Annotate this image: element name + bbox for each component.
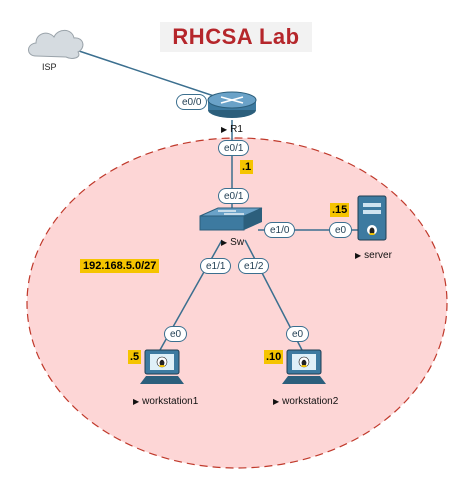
link-isp-r1	[69, 47, 233, 103]
iface-sw-e0-1: e0/1	[218, 188, 250, 204]
iface-r1-e0-1: e0/1	[218, 140, 250, 156]
cloud-icon	[28, 29, 84, 59]
ip-workstation2: .10	[264, 350, 284, 364]
workstation2-label: ▶workstation2	[273, 396, 338, 407]
expand-icon: ▶	[133, 397, 140, 406]
switch-name: Sw	[230, 237, 245, 248]
expand-icon: ▶	[355, 251, 362, 260]
iface-sw-e1-0: e1/0	[264, 222, 296, 238]
switch-label: ▶Sw	[221, 237, 244, 248]
iface-sw-e1-2: e1/2	[238, 258, 270, 274]
expand-icon: ▶	[221, 238, 228, 247]
server-label: ▶server	[355, 250, 392, 261]
ip-server: .15	[330, 203, 350, 217]
workstation2-name: workstation2	[282, 396, 339, 407]
iface-ws1-e0: e0	[164, 326, 188, 342]
expand-icon: ▶	[273, 397, 280, 406]
router-label: ▶R1	[221, 124, 243, 135]
linux-workstation-icon	[140, 349, 184, 384]
ip-workstation1: .5	[128, 350, 142, 364]
title-box: RHCSA Lab	[160, 22, 312, 52]
ip-router: .1	[240, 160, 254, 174]
linux-workstation-icon	[282, 349, 326, 384]
iface-r1-e0-0: e0/0	[176, 94, 208, 110]
iface-sw-e1-1: e1/1	[200, 258, 232, 274]
page-title: RHCSA Lab	[172, 24, 300, 49]
iface-server-e0: e0	[329, 222, 353, 238]
switch-icon	[199, 207, 263, 231]
subnet-area	[26, 137, 448, 469]
expand-icon: ▶	[221, 125, 228, 134]
iface-ws2-e0: e0	[286, 326, 310, 342]
server-name: server	[364, 250, 392, 261]
workstation1-label: ▶workstation1	[133, 396, 198, 407]
workstation1-name: workstation1	[142, 396, 199, 407]
subnet-label: 192.168.5.0/27	[80, 259, 160, 273]
router-name: R1	[230, 124, 243, 135]
linux-server-icon	[357, 195, 387, 241]
router-icon	[207, 91, 257, 118]
isp-label: ISP	[42, 62, 57, 72]
